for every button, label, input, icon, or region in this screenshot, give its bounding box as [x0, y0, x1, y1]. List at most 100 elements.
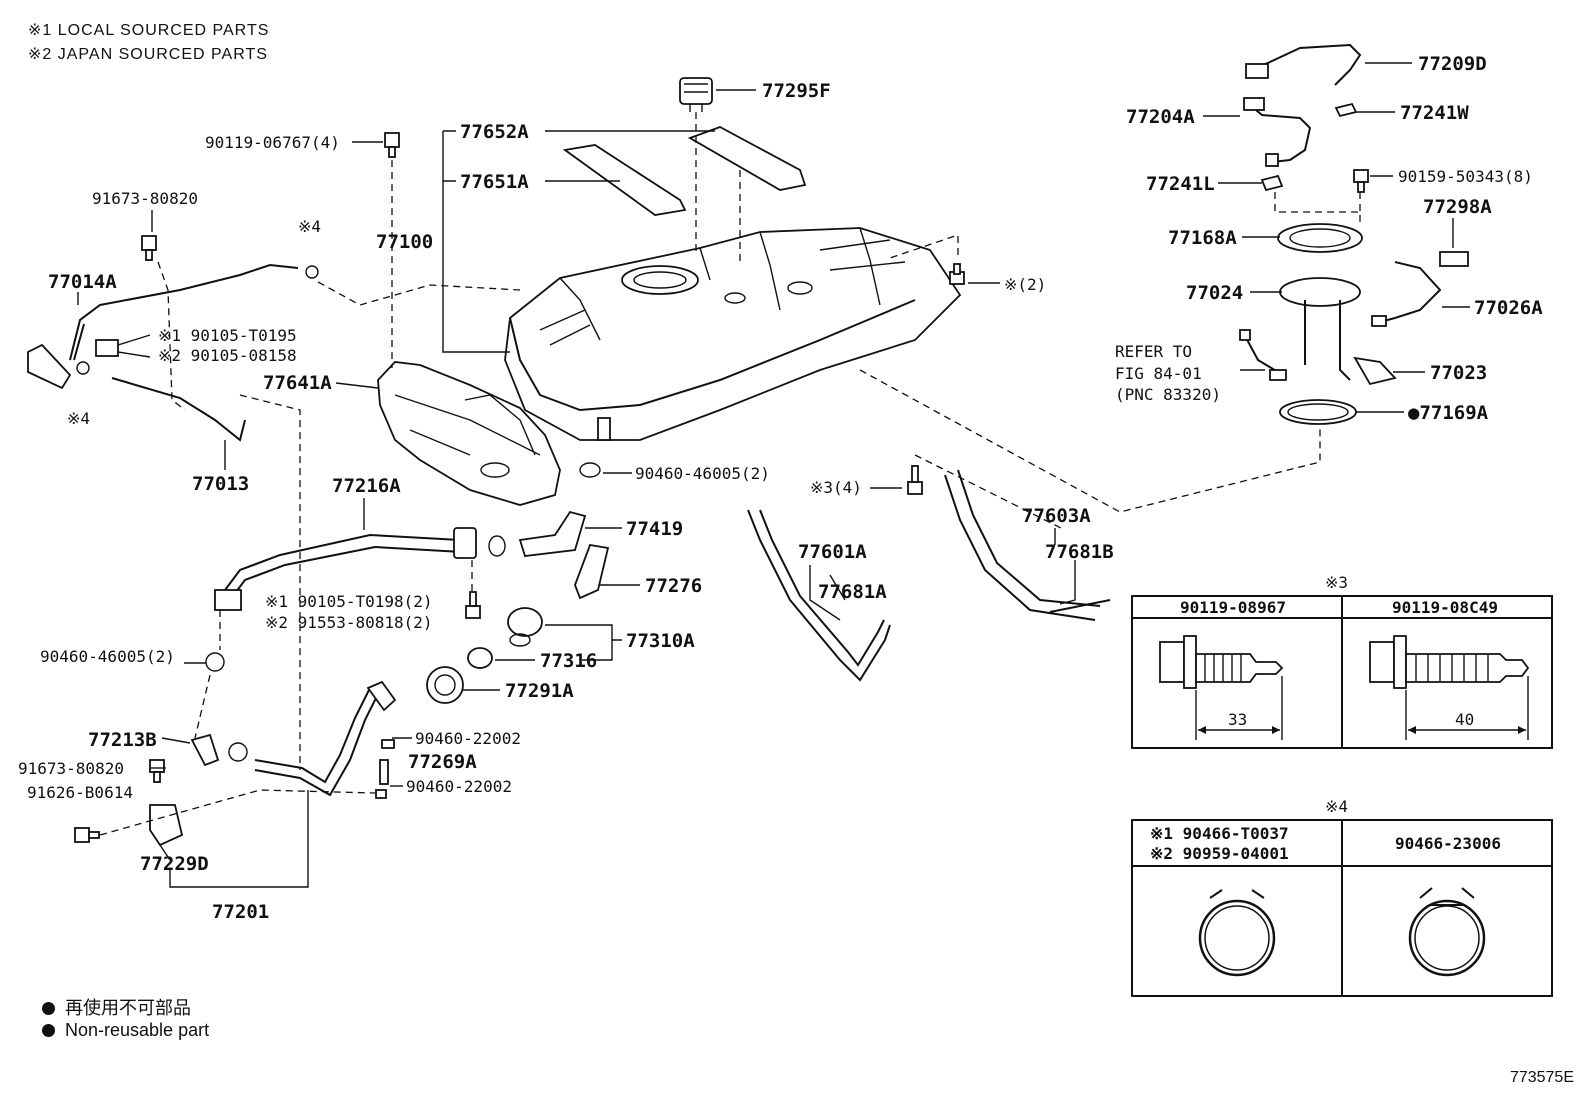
- bolt-90119-06767: [384, 132, 400, 158]
- bolt-91626-b0614: [74, 827, 100, 843]
- label-77100: 77100: [376, 231, 433, 253]
- label-91626-b0614: 91626-B0614: [27, 783, 133, 802]
- elbow-77213b: [190, 733, 220, 767]
- bolt-91673-80820-top: [141, 235, 157, 261]
- bolt-strap: [907, 465, 923, 495]
- breather-tube-77014a: [69, 263, 299, 361]
- label-77681b: 77681B: [1045, 541, 1114, 563]
- bolt-33-icon: [1159, 635, 1284, 740]
- tank-protector-77641a: [377, 361, 561, 506]
- gasket-77316: [467, 647, 493, 669]
- hose-77419: [518, 510, 587, 557]
- label-91673-80820-top: 91673-80820: [92, 189, 198, 208]
- bolt-90159-50343: [1353, 169, 1369, 193]
- label-77169a: ●77169A: [1408, 402, 1489, 424]
- label-77241l: 77241L: [1146, 173, 1215, 195]
- label-77419: 77419: [626, 518, 683, 540]
- table3-col1-dim: 33: [1228, 710, 1247, 729]
- label-90105-08158: ※2 90105-08158: [158, 346, 297, 365]
- sender-wire-77209d: [1245, 43, 1362, 86]
- refer-line-1: REFER TO: [1115, 342, 1192, 361]
- label-77603a: 77603A: [1022, 505, 1091, 527]
- label-90119-06767: 90119-06767(4): [205, 133, 340, 152]
- fuel-tank: [504, 227, 962, 441]
- table4-col2-head: 90466-23006: [1395, 834, 1501, 853]
- label-77241w: 77241W: [1400, 102, 1469, 124]
- strap-77601a: [747, 509, 891, 682]
- label-77310a: 77310A: [626, 630, 695, 652]
- label-77641a: 77641A: [263, 372, 332, 394]
- dashed-assembly-lines: [99, 112, 1361, 836]
- hose-clamp-band-icon: [1408, 887, 1486, 977]
- label-77023: 77023: [1430, 362, 1487, 384]
- label-77298a: 77298A: [1423, 196, 1492, 218]
- legend-japanese: 再使用不可部品: [42, 994, 191, 1020]
- label-90105-t0198: ※1 90105-T0198(2): [265, 592, 433, 611]
- clamp-table-mark4: ※4 ※1 90466-T0037 ※2 90959-04001 90466-2…: [1131, 797, 1553, 997]
- label-77681a: 77681A: [818, 581, 887, 603]
- label-77651a: 77651A: [460, 171, 529, 193]
- bolt-40-icon: [1369, 635, 1530, 740]
- label-77295f: 77295F: [762, 80, 831, 102]
- label-90159-50343: 90159-50343(8): [1398, 167, 1533, 186]
- bolt-right-tank: [949, 263, 965, 285]
- label-77209d: 77209D: [1418, 53, 1487, 75]
- figure-number: 773575E: [1509, 1069, 1574, 1086]
- refer-line-3: (PNC 83320): [1115, 385, 1221, 404]
- bolt-table-mark3: ※3 90119-08967 90119-08C49 33 40: [1131, 573, 1553, 749]
- japan-sourced-note: ※2 JAPAN SOURCED PARTS: [28, 46, 268, 63]
- label-mark-2: ※(2): [1004, 275, 1046, 294]
- label-77269a: 77269A: [408, 751, 477, 773]
- table4-col1-head-b: ※2 90959-04001: [1150, 844, 1289, 863]
- refer-line-2: FIG 84-01: [1115, 364, 1202, 383]
- label-90460-22002-bottom: 90460-22002: [406, 777, 512, 796]
- label-77601a: 77601A: [798, 541, 867, 563]
- filler-pipe-77201: [254, 689, 381, 797]
- label-77216a: 77216A: [332, 475, 401, 497]
- label-77316: 77316: [540, 650, 597, 672]
- label-77213b: 77213B: [88, 729, 157, 751]
- label-91673-80820-bottom: 91673-80820: [18, 759, 124, 778]
- sender-77023: [1353, 356, 1397, 386]
- bracket-77229d: [149, 804, 184, 847]
- filler-hose-77216a: [224, 533, 461, 591]
- pump-module-77024: [1279, 277, 1361, 307]
- table3-col2-dim: 40: [1455, 710, 1474, 729]
- breather-tube-77013: [111, 377, 246, 442]
- refer-part-wire: [1243, 333, 1279, 373]
- strap-77603a: [944, 474, 1096, 621]
- hose-77276: [574, 543, 610, 600]
- heat-shield-77651a: [562, 144, 687, 216]
- table4-col1-head-a: ※1 90466-T0037: [1150, 824, 1289, 843]
- wire-77026a: [1379, 261, 1442, 323]
- leader-lines: [77, 62, 1470, 888]
- label-mark4-left: ※4: [67, 409, 90, 428]
- label-77276: 77276: [645, 575, 702, 597]
- bolt-center: [465, 591, 481, 619]
- label-77014a: 77014A: [48, 271, 117, 293]
- label-mark4-top: ※4: [298, 217, 321, 236]
- table3-col1-head: 90119-08967: [1180, 598, 1286, 617]
- filler-cap-77310a: [507, 607, 543, 637]
- label-77291a: 77291A: [505, 680, 574, 702]
- label-77652a: 77652A: [460, 121, 529, 143]
- grommet-77291a: [426, 666, 464, 704]
- label-77013: 77013: [192, 473, 249, 495]
- clamp-77241l: [1260, 174, 1284, 192]
- label-77229d: 77229D: [140, 853, 209, 875]
- tank-cap-77295f: [679, 77, 713, 112]
- clamp-77241w: [1334, 102, 1358, 118]
- label-77024: 77024: [1186, 282, 1243, 304]
- hose-clamp-spring-icon: [1198, 889, 1276, 977]
- label-77204a: 77204A: [1126, 106, 1195, 128]
- local-sourced-note: ※1 LOCAL SOURCED PARTS: [28, 22, 270, 39]
- label-77201: 77201: [212, 901, 269, 923]
- label-77026a: 77026A: [1474, 297, 1543, 319]
- table3-col2-head: 90119-08C49: [1392, 598, 1498, 617]
- label-90460-46005-top: 90460-46005(2): [635, 464, 770, 483]
- heat-shield-77652a: [687, 126, 807, 191]
- label-mark3-4: ※3(4): [810, 478, 862, 497]
- label-77168a: 77168A: [1168, 227, 1237, 249]
- label-90460-22002-top: 90460-22002: [415, 729, 521, 748]
